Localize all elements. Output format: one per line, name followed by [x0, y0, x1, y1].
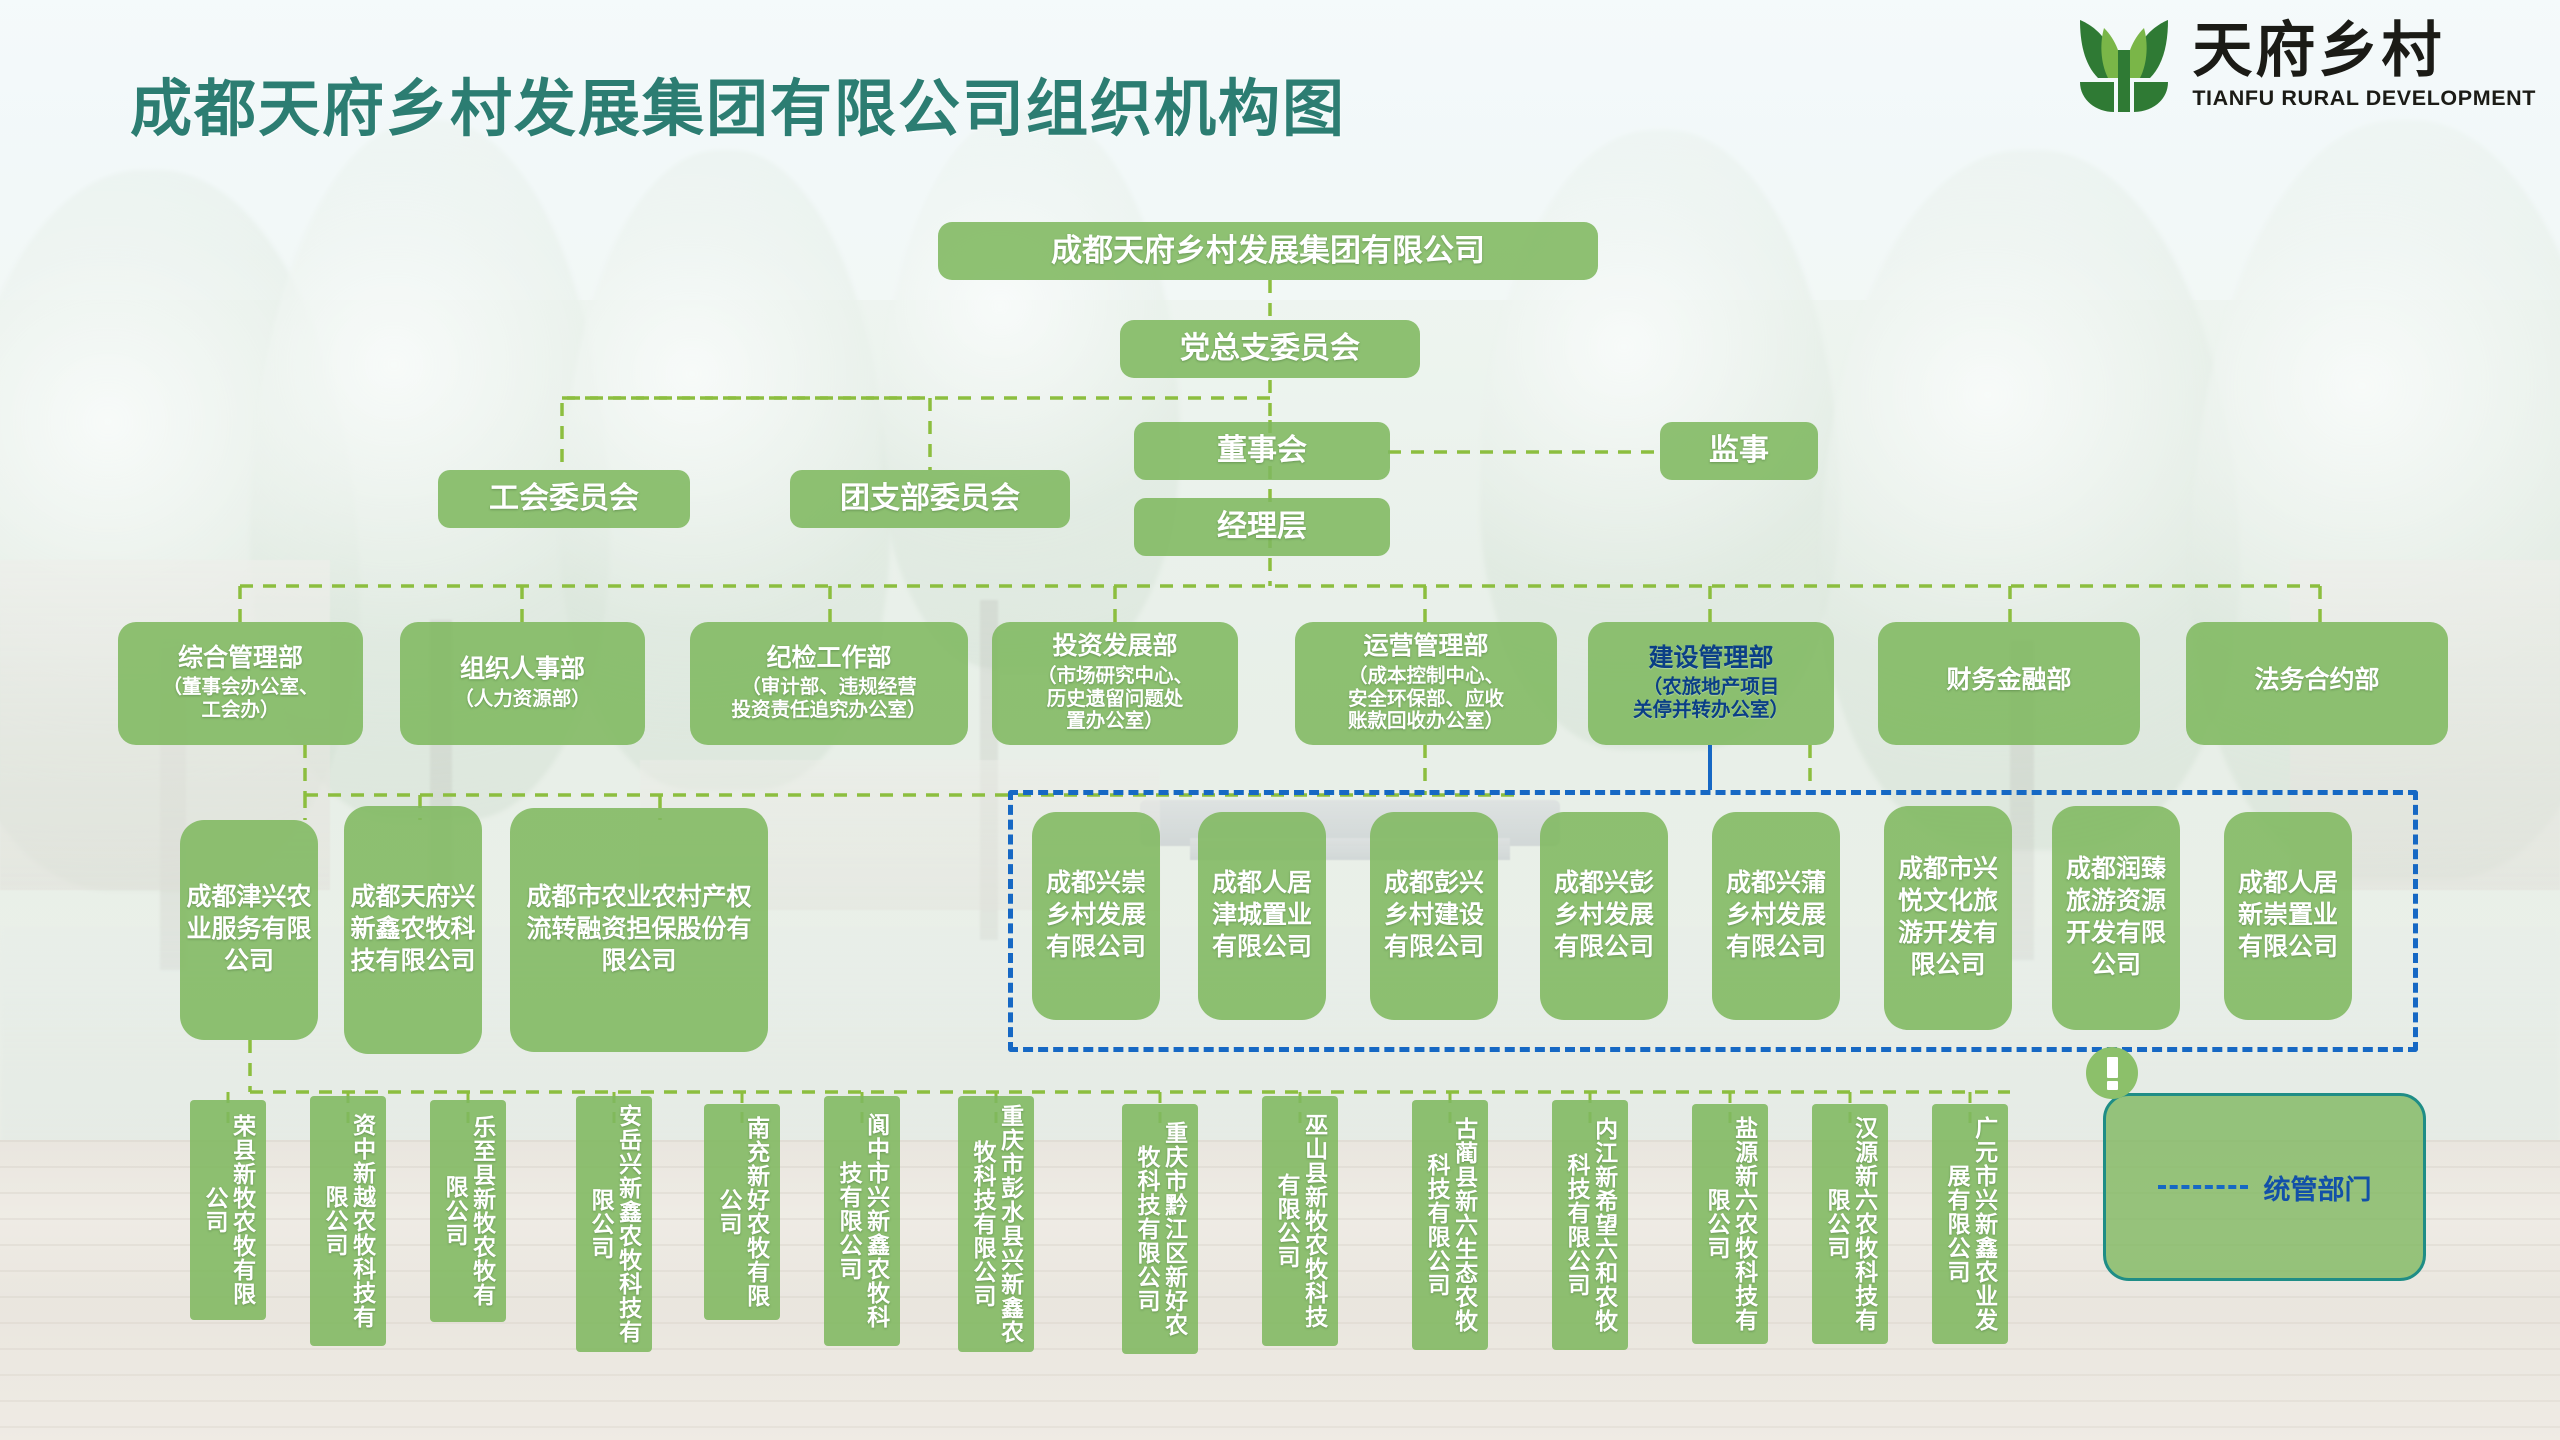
leaf-company-box[interactable]: 安岳兴新鑫农牧科技有限公司	[576, 1096, 652, 1352]
department-box[interactable]: 运营管理部 （成本控制中心、安全环保部、应收账款回收办公室）	[1295, 622, 1557, 745]
department-box-highlighted[interactable]: 建设管理部 （农旅地产项目关停并转办公室）	[1588, 622, 1834, 745]
node-party-branch[interactable]: 党总支委员会	[1120, 320, 1420, 378]
department-box[interactable]: 纪检工作部 （审计部、违规经营投资责任追究办公室）	[690, 622, 968, 745]
node-supervisor[interactable]: 监事	[1660, 422, 1818, 480]
department-sub: （市场研究中心、历史遗留问题处置办公室）	[1036, 665, 1193, 733]
leaf-company-box[interactable]: 巫山县新牧农牧科技有限公司	[1262, 1096, 1338, 1346]
unified-management-group-frame	[1008, 790, 2418, 1052]
subsidiary-box[interactable]: 成都彭兴乡村建设有限公司	[1370, 812, 1498, 1020]
node-union-committee[interactable]: 工会委员会	[438, 470, 690, 528]
legend-box: 统管部门	[2103, 1093, 2426, 1281]
leaf-company-box[interactable]: 南充新好农牧有限公司	[704, 1104, 780, 1320]
department-sub: （人力资源部）	[454, 688, 591, 710]
department-box[interactable]: 财务金融部	[1878, 622, 2140, 745]
leaf-company-box[interactable]: 阆中市兴新鑫农牧科技有限公司	[824, 1096, 900, 1346]
node-group-company[interactable]: 成都天府乡村发展集团有限公司	[938, 222, 1598, 280]
subsidiary-box[interactable]: 成都兴彭乡村发展有限公司	[1540, 812, 1668, 1020]
department-name: 财务金融部	[1946, 667, 2072, 695]
department-box[interactable]: 综合管理部 （董事会办公室、工会办）	[118, 622, 363, 745]
department-name: 法务合约部	[2254, 667, 2380, 695]
leaf-company-box[interactable]: 盐源新六农牧科技有限公司	[1692, 1104, 1768, 1344]
node-youth-league-committee[interactable]: 团支部委员会	[790, 470, 1070, 528]
leaf-logo-icon	[2076, 16, 2172, 114]
subsidiary-box[interactable]: 成都润臻旅游资源开发有限公司	[2052, 806, 2180, 1030]
logo-english-name: TIANFU RURAL DEVELOPMENT	[2192, 85, 2536, 110]
subsidiary-box[interactable]: 成都市兴悦文化旅游开发有限公司	[1884, 806, 2012, 1030]
department-box[interactable]: 组织人事部 （人力资源部）	[400, 622, 645, 745]
page-title: 成都天府乡村发展集团有限公司组织机构图	[130, 76, 1347, 144]
legend-label: 统管部门	[2263, 1174, 2372, 1205]
leaf-company-box[interactable]: 汉源新六农牧科技有限公司	[1812, 1104, 1888, 1344]
node-board[interactable]: 董事会	[1134, 422, 1390, 480]
exclamation-circle-icon	[2086, 1047, 2138, 1099]
department-box[interactable]: 投资发展部 （市场研究中心、历史遗留问题处置办公室）	[992, 622, 1238, 745]
department-name: 投资发展部	[1052, 633, 1178, 661]
department-box[interactable]: 法务合约部	[2186, 622, 2448, 745]
legend-dash-icon	[2157, 1185, 2248, 1189]
department-sub: （农旅地产项目关停并转办公室）	[1632, 677, 1789, 721]
brand-logo: 天府乡村 TIANFU RURAL DEVELOPMENT	[2076, 16, 2536, 114]
subsidiary-box[interactable]: 成都兴崇乡村发展有限公司	[1032, 812, 1160, 1020]
subsidiary-box[interactable]: 成都人居津城置业有限公司	[1198, 812, 1326, 1020]
department-sub: （成本控制中心、安全环保部、应收账款回收办公室）	[1347, 665, 1504, 733]
subsidiary-box[interactable]: 成都津兴农业服务有限公司	[180, 820, 318, 1040]
node-management[interactable]: 经理层	[1134, 498, 1390, 556]
leaf-company-box[interactable]: 重庆市彭水县兴新鑫农牧科技有限公司	[958, 1096, 1034, 1352]
department-sub: （董事会办公室、工会办）	[162, 677, 319, 721]
subsidiary-box[interactable]: 成都人居新崇置业有限公司	[2224, 812, 2352, 1020]
subsidiary-box[interactable]: 成都市农业农村产权流转融资担保股份有限公司	[510, 808, 768, 1052]
leaf-company-box[interactable]: 乐至县新牧农牧有限公司	[430, 1100, 506, 1322]
subsidiary-box[interactable]: 成都天府兴新鑫农牧科技有限公司	[344, 806, 482, 1054]
leaf-company-box[interactable]: 古蔺县新六生态农牧科技有限公司	[1412, 1100, 1488, 1350]
leaf-company-box[interactable]: 重庆市黔江区新好农牧科技有限公司	[1122, 1104, 1198, 1354]
leaf-company-box[interactable]: 资中新越农牧科技有限公司	[310, 1096, 386, 1346]
leaf-company-box[interactable]: 广元市兴新鑫农业发展有限公司	[1932, 1104, 2008, 1344]
department-name: 运营管理部	[1363, 633, 1489, 661]
department-name: 建设管理部	[1648, 644, 1774, 672]
leaf-company-box[interactable]: 内江新希望六和农牧科技有限公司	[1552, 1100, 1628, 1350]
department-name: 综合管理部	[177, 644, 303, 672]
logo-chinese-name: 天府乡村	[2192, 16, 2445, 84]
department-sub: （审计部、违规经营投资责任追究办公室）	[731, 677, 927, 721]
leaf-company-box[interactable]: 荣县新牧农牧有限公司	[190, 1100, 266, 1320]
department-name: 纪检工作部	[766, 644, 892, 672]
subsidiary-box[interactable]: 成都兴蒲乡村发展有限公司	[1712, 812, 1840, 1020]
department-name: 组织人事部	[459, 655, 585, 683]
